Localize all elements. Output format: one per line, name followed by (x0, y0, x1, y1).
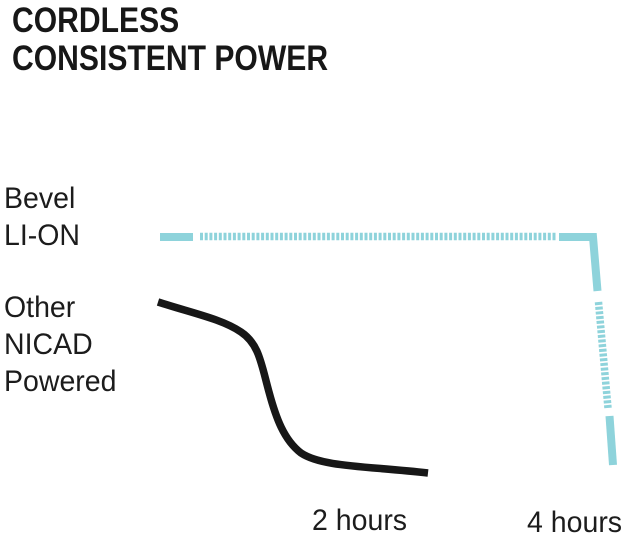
bevel-line-solid-end (605, 415, 617, 466)
legend-bevel-line1: Bevel (4, 182, 76, 215)
legend-bevel-line2: LI-ON (4, 219, 81, 252)
legend-bevel-li-on: Bevel LI-ON (4, 180, 80, 254)
bevel-line-corner (559, 233, 602, 292)
chart-title-line2: CONSISTENT POWER (12, 39, 329, 78)
legend-nicad-line1: Other (4, 291, 76, 324)
legend-nicad-line3: Powered (4, 365, 117, 398)
chart-title-line1: CORDLESS (12, 1, 180, 40)
nicad-power-curve (156, 298, 429, 477)
x-tick-4-hours: 4 hours (527, 506, 623, 539)
x-tick-2-hours: 2 hours (312, 504, 408, 537)
chart-title: CORDLESS CONSISTENT POWER (12, 2, 328, 78)
legend-nicad-line2: NICAD (4, 328, 93, 361)
legend-other-nicad-powered: Other NICAD Powered (4, 289, 116, 400)
bevel-line-dashed-vertical (594, 301, 612, 409)
